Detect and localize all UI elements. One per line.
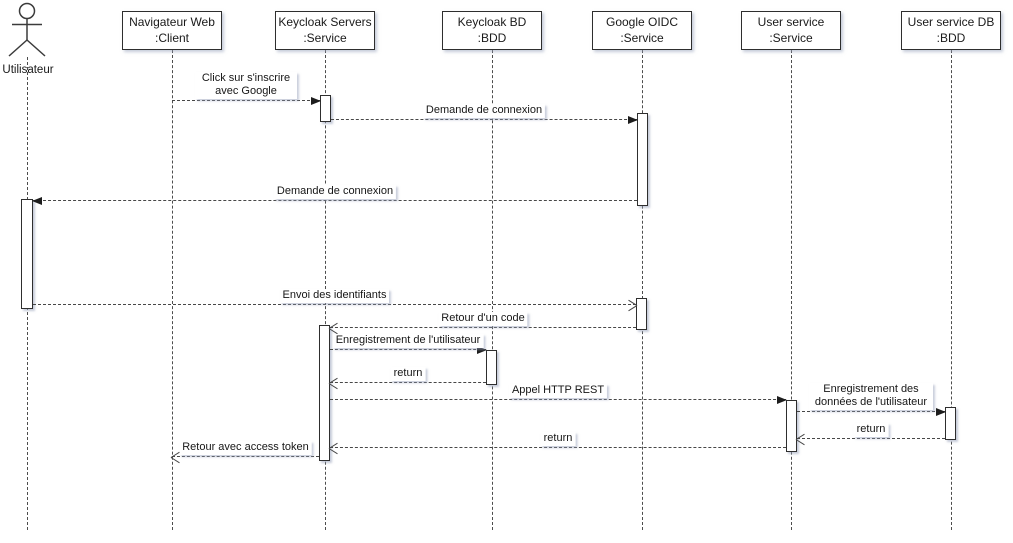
participant-name: Keycloak Servers (278, 15, 372, 30)
message-return-kbd[interactable]: return (330, 367, 486, 383)
message-label: Enregistrement de l'utilisateur (332, 334, 484, 348)
activation-keycloak-bd[interactable] (486, 350, 497, 385)
lifeline-user-service-db (951, 50, 952, 530)
arrowhead-open-left-icon (329, 442, 340, 454)
lifeline-keycloak-bd (492, 50, 493, 530)
participant-google-oidc[interactable]: Google OIDC :Service (592, 11, 692, 50)
participant-name: User service (757, 15, 825, 30)
activation-user-service-db[interactable] (945, 407, 956, 440)
message-label: Enregistrement des données de l'utilisat… (809, 383, 933, 410)
participant-name: Keycloak BD (457, 15, 527, 30)
arrowhead-filled-left-icon (32, 197, 42, 205)
message-return-udb[interactable]: return (797, 423, 945, 439)
message-enregistrement-donnees[interactable]: Enregistrement des données de l'utilisat… (797, 383, 946, 416)
arrowhead-open-right-icon (626, 299, 637, 311)
activation-google-oidc-1[interactable] (637, 113, 648, 206)
actor-label: Utilisateur (2, 64, 54, 76)
message-label: return (540, 432, 576, 446)
actor-stick-figure-icon (8, 2, 46, 57)
message-enregistrement-utilisateur[interactable]: Enregistrement de l'utilisateur (330, 334, 487, 354)
message-return-us[interactable]: return (330, 432, 786, 448)
message-label: Appel HTTP REST (508, 384, 608, 398)
arrowhead-filled-right-icon (628, 116, 638, 124)
message-label: return (853, 423, 889, 437)
arrowhead-open-left-icon (796, 433, 807, 445)
participant-user-service[interactable]: User service :Service (741, 11, 841, 50)
message-label: Retour d'un code (438, 312, 528, 326)
arrowhead-open-left-icon (329, 322, 340, 334)
participant-navigateur-web[interactable]: Navigateur Web :Client (122, 11, 222, 50)
message-demande-connexion-2[interactable]: Demande de connexion (32, 185, 637, 205)
arrowhead-filled-right-icon (936, 408, 946, 416)
lifeline-user-service (791, 50, 792, 530)
arrowhead-open-left-icon (329, 377, 340, 389)
participant-name: Navigateur Web (129, 15, 215, 30)
lifeline-google-oidc (642, 50, 643, 530)
participant-role: :Service (303, 30, 347, 45)
message-appel-http-rest[interactable]: Appel HTTP REST (330, 384, 787, 404)
activation-keycloak-servers-2[interactable] (319, 325, 330, 461)
participant-role: :Service (620, 30, 664, 45)
participant-role: :BDD (936, 30, 966, 45)
participant-role: :Service (769, 30, 813, 45)
arrowhead-filled-right-icon (477, 346, 487, 354)
message-envoi-identifiants[interactable]: Envoi des identifiants (33, 289, 636, 305)
participant-keycloak-bd[interactable]: Keycloak BD :BDD (442, 11, 542, 50)
message-retour-code[interactable]: Retour d'un code (330, 312, 636, 328)
arrowhead-filled-right-icon (311, 97, 321, 105)
message-label: Envoi des identifiants (279, 289, 390, 303)
message-label: Click sur s'inscrire avec Google (195, 72, 297, 99)
participant-role: :Client (154, 30, 189, 45)
participant-keycloak-servers[interactable]: Keycloak Servers :Service (275, 11, 375, 50)
activation-keycloak-servers-1[interactable] (320, 95, 331, 122)
participant-name: Google OIDC (605, 15, 679, 30)
activation-user-service[interactable] (786, 400, 797, 452)
arrowhead-filled-right-icon (777, 396, 787, 404)
message-retour-access-token[interactable]: Retour avec access token (172, 441, 319, 457)
message-label: Demande de connexion (273, 185, 397, 199)
lifeline-navigateur-web (172, 50, 173, 530)
participant-user-service-db[interactable]: User service DB :BDD (901, 11, 1001, 50)
message-label: Retour avec access token (179, 441, 312, 455)
message-demande-connexion-1[interactable]: Demande de connexion (331, 104, 638, 124)
participant-name: User service DB (907, 15, 995, 30)
activation-google-oidc-2[interactable] (636, 298, 647, 330)
message-click-sinscrire[interactable]: Click sur s'inscrire avec Google (172, 72, 321, 105)
participant-role: :BDD (477, 30, 507, 45)
activation-utilisateur[interactable] (21, 199, 33, 309)
message-label: Demande de connexion (422, 104, 546, 118)
message-label: return (390, 367, 426, 381)
